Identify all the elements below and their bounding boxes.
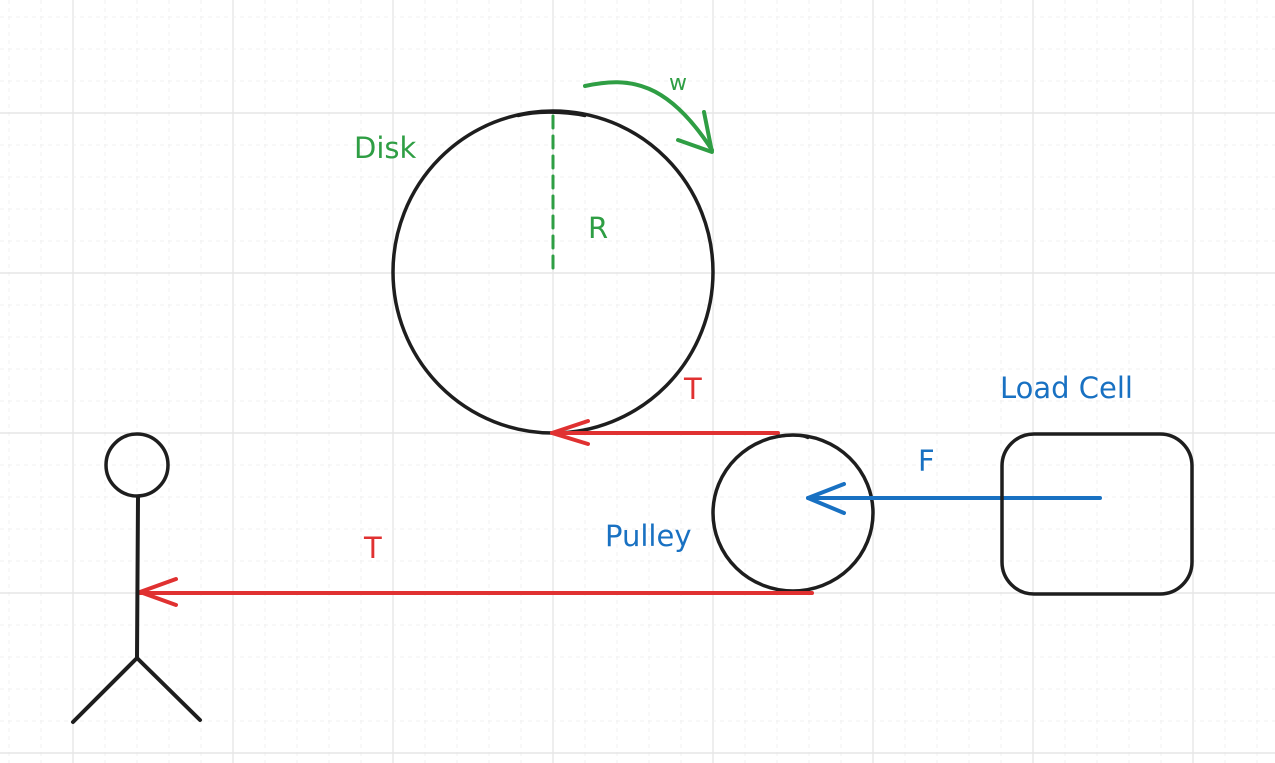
disk-circle-overlap [516, 111, 587, 118]
pulley [711, 433, 875, 593]
upper-tension-arrow [550, 419, 780, 446]
omega-label: w [669, 71, 687, 96]
radius-label: R [588, 211, 608, 245]
force-arrow [806, 482, 1102, 515]
stick-figure-left-leg [71, 656, 139, 724]
lower-tension-label: T [363, 531, 382, 565]
lower-tension-arrow [138, 577, 814, 607]
load-cell-label: Load Cell [1000, 371, 1133, 405]
upper-tension-label: T [683, 372, 702, 406]
force-label: F [918, 444, 935, 478]
stick-figure-right-leg [135, 656, 202, 722]
stick-figure-body [135, 495, 140, 660]
disk-label: Disk [354, 131, 416, 165]
pulley-label: Pulley [605, 519, 691, 553]
load-cell-box [1000, 432, 1194, 596]
stick-figure [71, 432, 202, 724]
rotation-arrow [583, 80, 714, 152]
rotation-arrow-head [676, 110, 714, 154]
pulley-circle [711, 433, 875, 593]
